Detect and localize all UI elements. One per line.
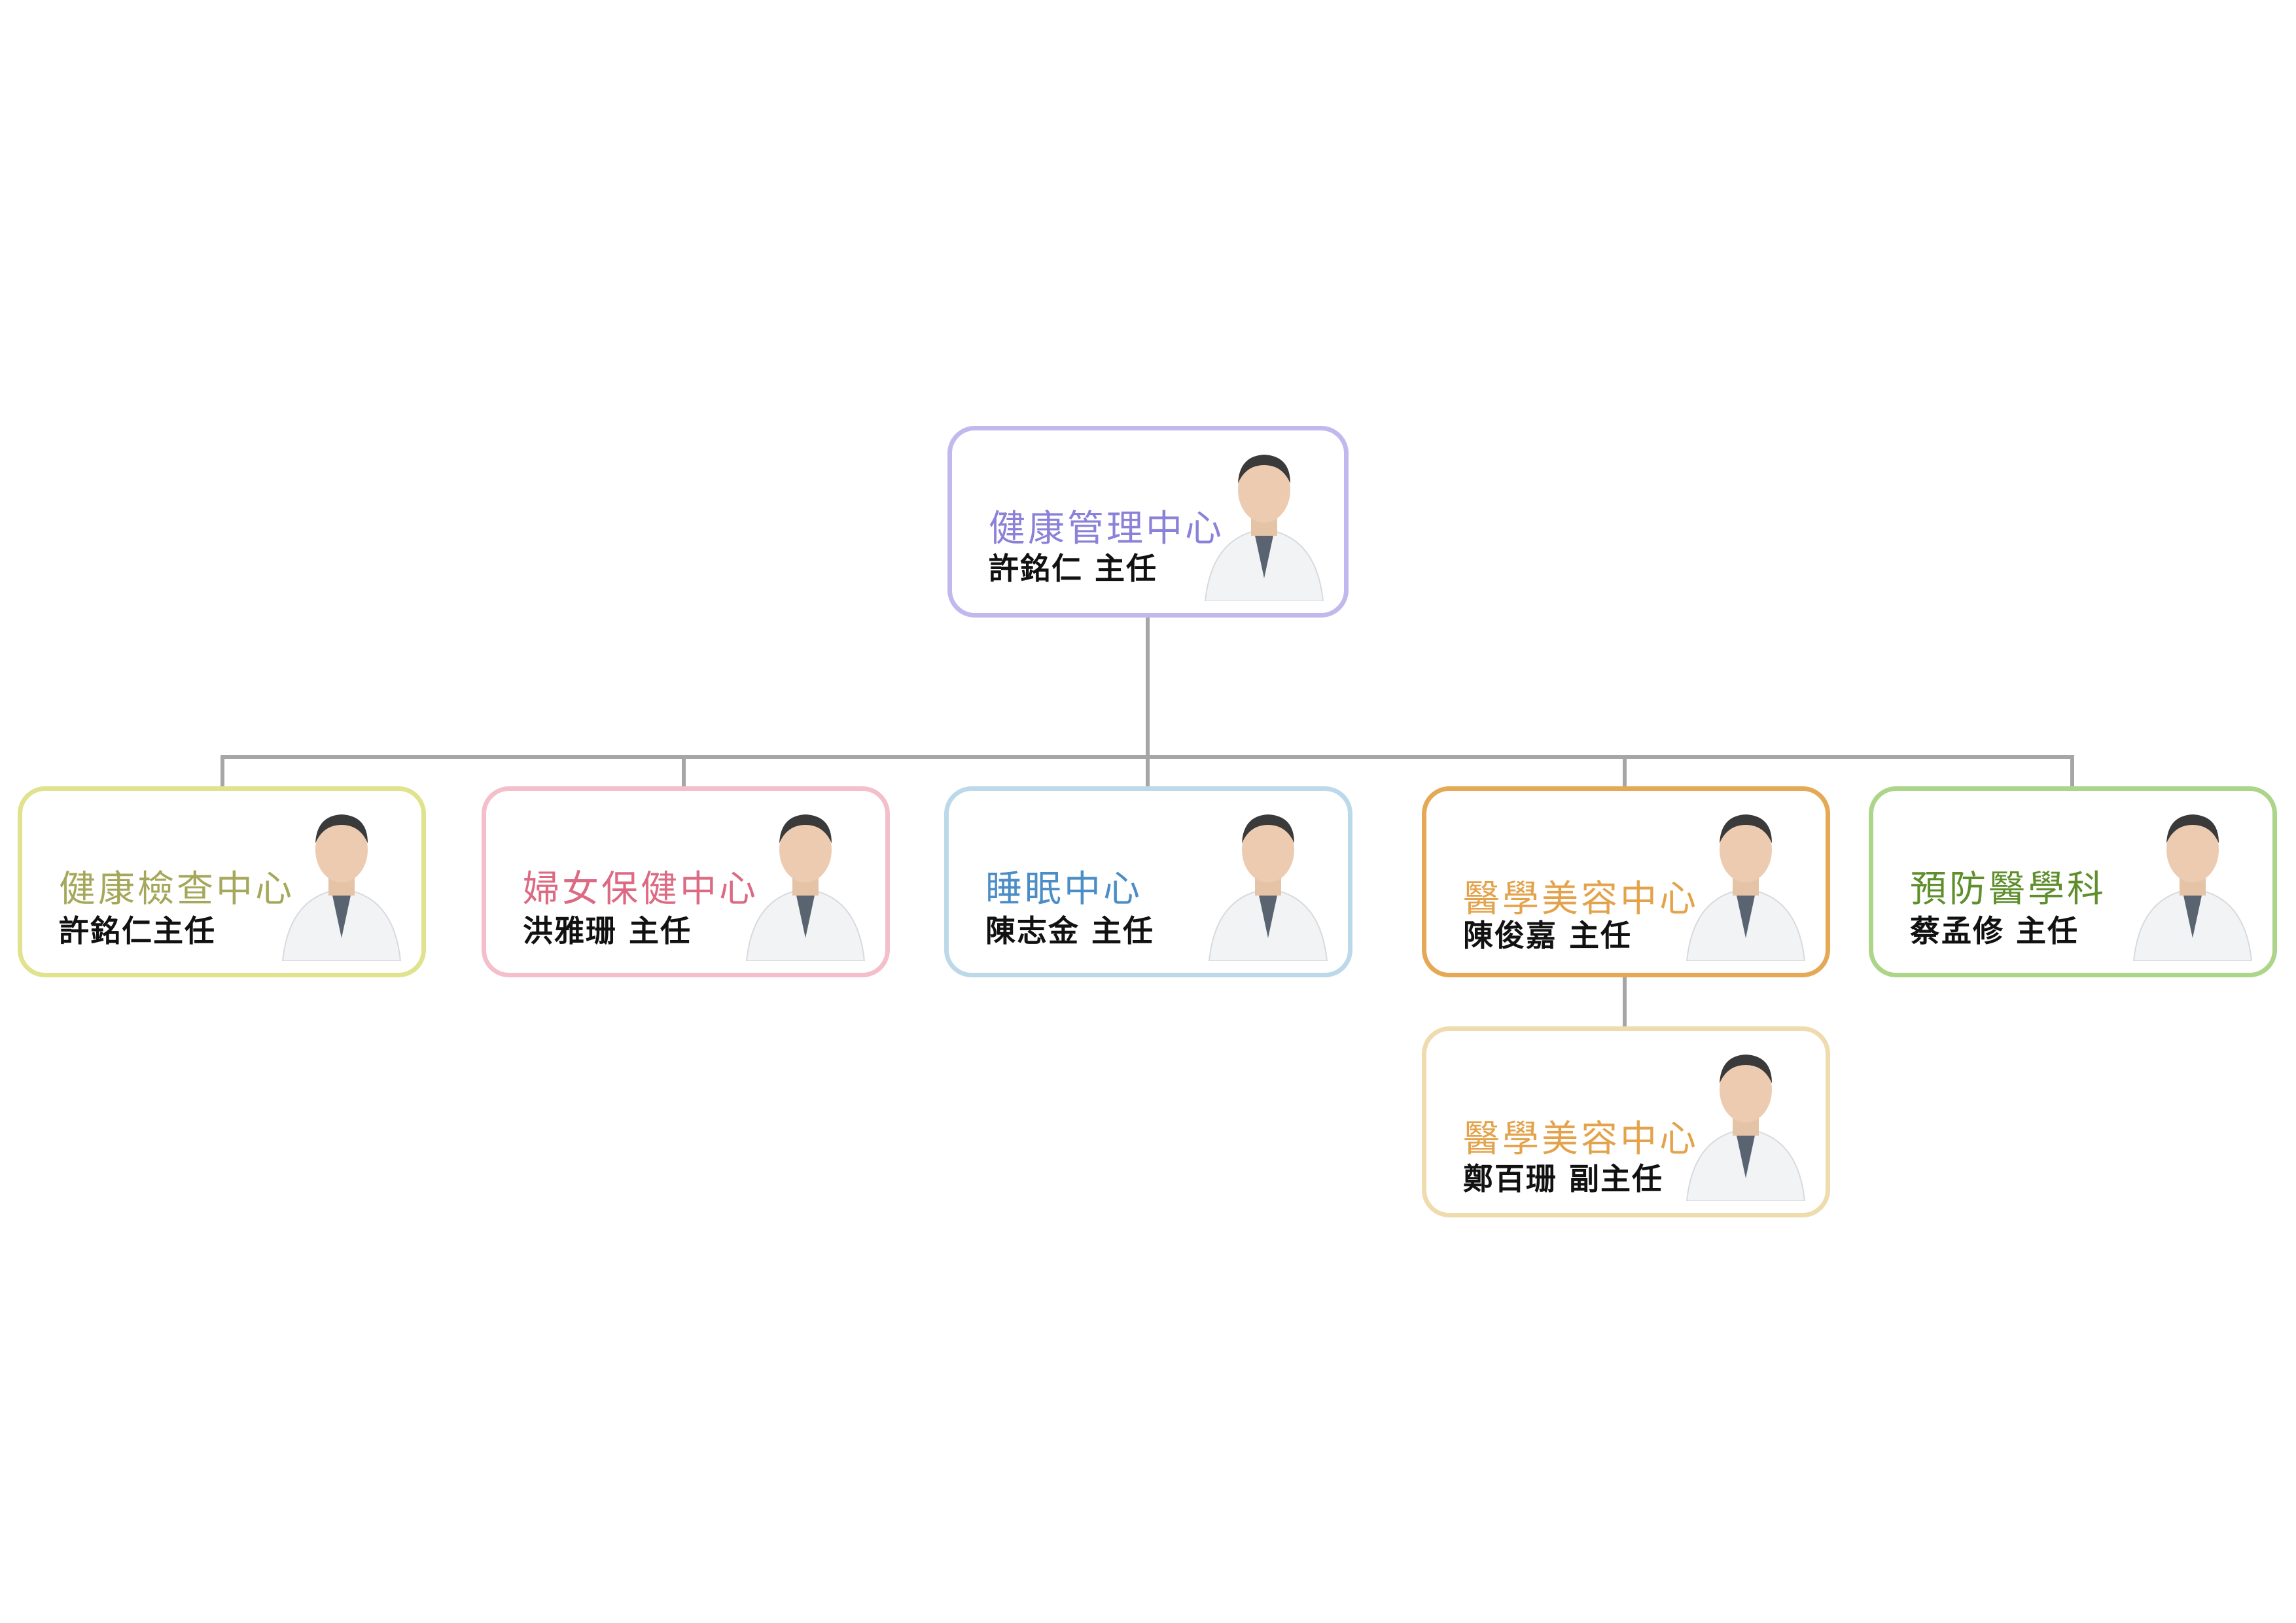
node-title: 健康管理中心 <box>989 508 1224 550</box>
doctor-portrait <box>1680 797 1811 962</box>
org-node-aesthetic-deputy[interactable]: 醫學美容中心 鄭百珊 副主任 <box>1422 1026 1830 1217</box>
connector-drop-4 <box>1623 755 1627 789</box>
node-person: 陳俊嘉 主任 <box>1463 918 1633 953</box>
org-node-aesthetic[interactable]: 醫學美容中心 陳俊嘉 主任 <box>1422 786 1830 977</box>
org-node-womens-health[interactable]: 婦女保健中心 洪雅珊 主任 <box>482 786 890 977</box>
node-title: 婦女保健中心 <box>523 868 758 911</box>
connector-root-down <box>1146 618 1150 759</box>
org-node-preventive[interactable]: 預防醫學科 蔡孟修 主任 <box>1869 786 2277 977</box>
doctor-portrait <box>276 797 407 962</box>
node-title: 健康檢查中心 <box>59 868 294 911</box>
node-title: 睡眠中心 <box>985 868 1142 911</box>
node-person: 許銘仁主任 <box>59 913 216 949</box>
doctor-portrait <box>2127 797 2258 962</box>
node-title: 醫學美容中心 <box>1463 1118 1699 1161</box>
doctor-portrait <box>1203 797 1333 962</box>
node-person: 陳志金 主任 <box>985 913 1155 949</box>
connector-drop-1 <box>221 755 224 789</box>
doctor-portrait <box>740 797 871 962</box>
connector-sub <box>1623 975 1627 1028</box>
node-person: 許銘仁 主任 <box>989 551 1158 586</box>
node-person: 鄭百珊 副主任 <box>1463 1161 1664 1196</box>
org-node-root[interactable]: 健康管理中心 許銘仁 主任 <box>947 426 1349 618</box>
node-person: 洪雅珊 主任 <box>523 913 692 949</box>
node-person: 蔡孟修 主任 <box>1910 913 2079 949</box>
connector-drop-5 <box>2070 755 2074 789</box>
doctor-portrait <box>1680 1038 1811 1202</box>
connector-drop-3 <box>1146 755 1150 789</box>
connector-drop-2 <box>682 755 686 789</box>
org-node-health-check[interactable]: 健康檢查中心 許銘仁主任 <box>18 786 426 977</box>
org-node-sleep[interactable]: 睡眠中心 陳志金 主任 <box>944 786 1352 977</box>
node-title: 醫學美容中心 <box>1463 878 1699 920</box>
doctor-portrait <box>1199 438 1330 602</box>
node-title: 預防醫學科 <box>1910 868 2106 911</box>
